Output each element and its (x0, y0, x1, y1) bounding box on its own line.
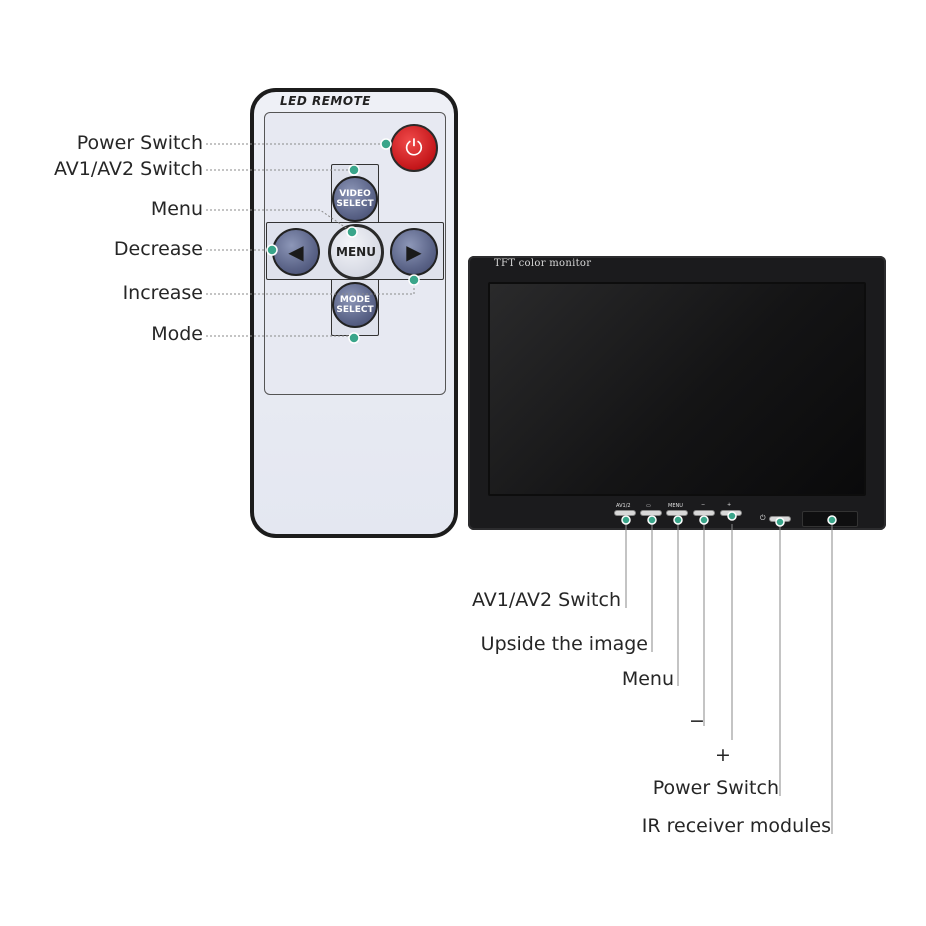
dot-monitor-flip (647, 515, 657, 525)
monitor-label-av: AV1/AV2 Switch (472, 589, 621, 611)
monitor-label-ir: IR receiver modules (641, 815, 831, 837)
power-button[interactable]: ⏻ (390, 124, 438, 172)
monitor-label-plus: + (715, 744, 731, 766)
decrease-button[interactable]: ◀ (272, 228, 320, 276)
dot-mode (348, 332, 360, 344)
power-icon: ⏻ (405, 135, 423, 161)
dot-monitor-ir (827, 515, 837, 525)
leader-menu (206, 209, 353, 233)
monitor-title: TFT color monitor (494, 258, 592, 269)
remote-label-menu: Menu (150, 198, 203, 220)
dot-monitor-menu (673, 515, 683, 525)
remote-title: LED REMOTE (280, 94, 371, 108)
dot-monitor-av (621, 515, 631, 525)
remote-label-av: AV1/AV2 Switch (54, 158, 203, 180)
dot-menu (346, 226, 358, 238)
monitor-screen (488, 282, 866, 496)
monitor-label-flip: Upside the image (480, 633, 648, 655)
dot-monitor-power (775, 517, 785, 527)
monitor-power-icon: ⏻ (760, 514, 766, 522)
dot-monitor-plus (727, 511, 737, 521)
video-select-button[interactable]: VIDEO SELECT (332, 176, 378, 222)
remote-label-mode: Mode (151, 323, 203, 345)
monitor-mark-menu: MENU (668, 503, 683, 509)
dot-increase (408, 274, 420, 286)
monitor-mark-flip: ▭ (646, 503, 651, 509)
dot-decrease (266, 244, 278, 256)
monitor-label-minus: − (689, 710, 705, 732)
monitor-label-menu: Menu (621, 668, 674, 690)
monitor-mark-plus: + (727, 502, 732, 508)
remote-label-power: Power Switch (76, 132, 203, 154)
dot-monitor-minus (699, 515, 709, 525)
dot-power (380, 138, 392, 150)
remote-label-increase: Increase (122, 282, 203, 304)
remote-label-decrease: Decrease (113, 238, 203, 260)
mode-select-button[interactable]: MODE SELECT (332, 282, 378, 328)
monitor-mark-av: AV1/2 (616, 503, 631, 509)
dot-av (348, 164, 360, 176)
leader-increase (206, 278, 415, 295)
monitor-label-power: Power Switch (652, 777, 779, 799)
monitor-mark-minus: − (701, 502, 706, 508)
